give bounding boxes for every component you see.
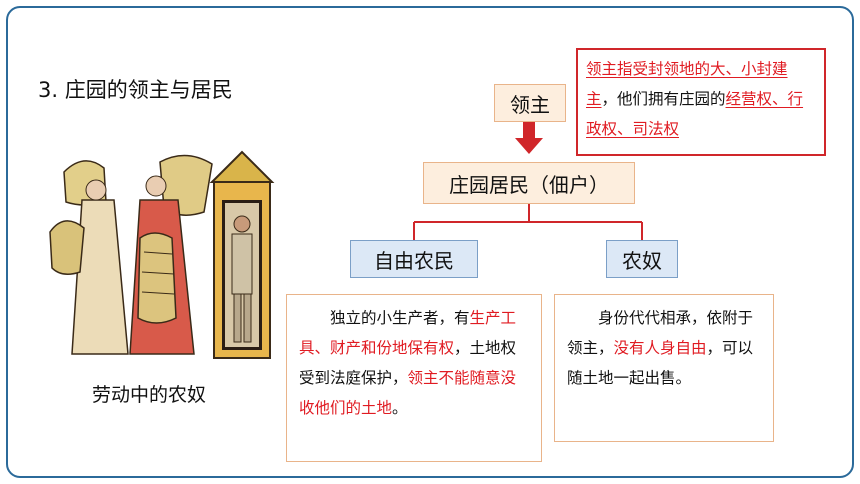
free-farmer-note: 独立的小生产者，有生产工具、财产和份地保有权，土地权受到法庭保护，领主不能随意没… (286, 294, 542, 462)
serf-note-text-1: 身份代代相承，依附于领主， (567, 309, 754, 357)
lord-note-text: ，他们拥有庄园的 (601, 90, 726, 108)
lord-box: 领主 (494, 84, 566, 122)
residents-box: 庄园居民（佃户） (423, 162, 635, 204)
image-caption: 劳动中的农奴 (92, 384, 207, 406)
section-heading: 3. 庄园的领主与居民 (38, 78, 233, 102)
lord-note: 领主指受封领地的大、小封建主，他们拥有庄园的经营权、行政权、司法权 (576, 48, 826, 156)
connector-lines (413, 120, 643, 240)
lord-note-highlight-1: 领主指受封领地的大、小封建主 (586, 60, 788, 108)
free-farmer-box: 自由农民 (350, 240, 478, 278)
free-farmer-note-text-1: 独立的小生产者，有 (330, 309, 470, 327)
slide-frame: 3. 庄园的领主与居民 劳动中的农奴 领主 (6, 6, 854, 478)
free-farmer-note-highlight-1: 生产工具、财产和份地保有权 (299, 309, 517, 357)
lord-note-highlight-2: 经营权、行政权、司法权 (586, 90, 804, 138)
serf-box: 农奴 (606, 240, 678, 278)
free-farmer-note-highlight-2: 领主不能随意没收他们的土地 (299, 369, 517, 417)
serf-note-highlight: 没有人身自由 (613, 339, 707, 357)
free-farmer-note-text-2: ，土地权受到法庭保护， (299, 339, 517, 387)
free-farmer-note-text-3: 。 (392, 399, 408, 417)
serf-note: 身份代代相承，依附于领主，没有人身自由，可以随土地一起出售。 (554, 294, 774, 442)
serfs-illustration (49, 150, 275, 359)
serf-note-text-2: ，可以随土地一起出售。 (567, 339, 754, 387)
